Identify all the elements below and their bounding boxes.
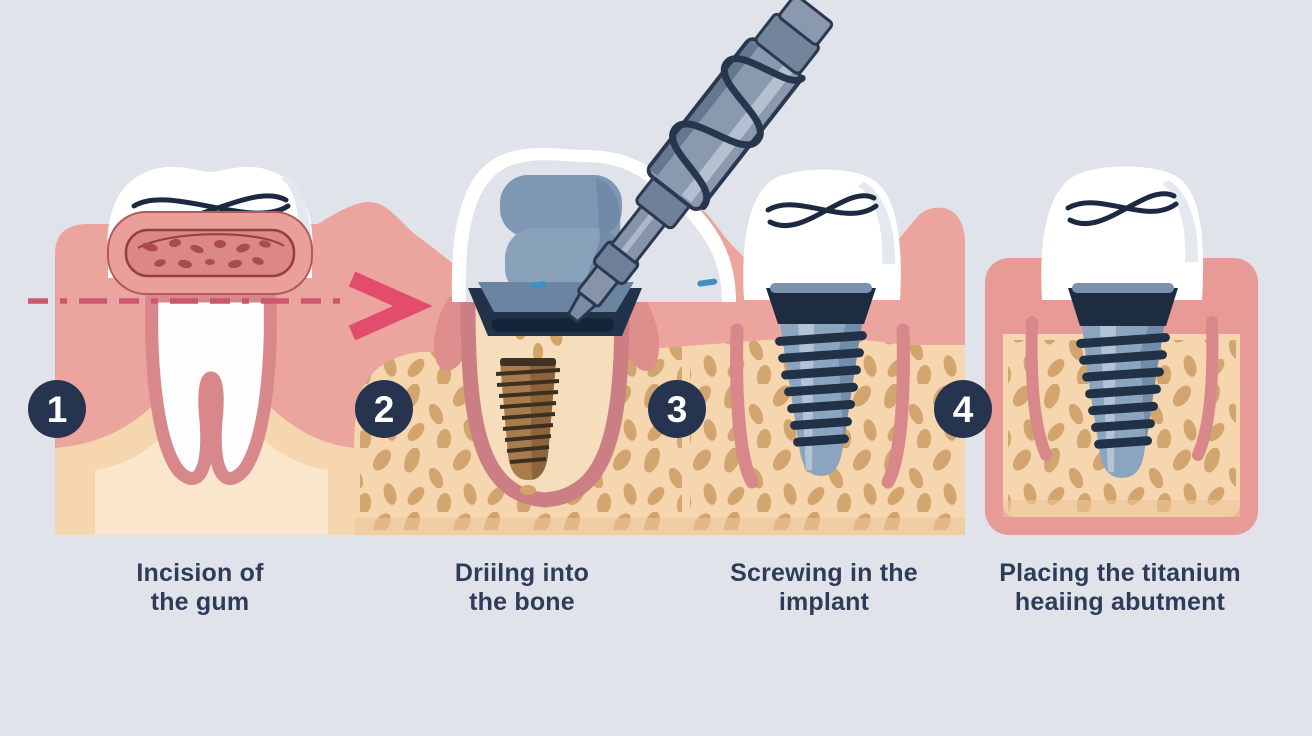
tooth-crown-icon	[1041, 166, 1204, 300]
step-4-caption-line2: heaiing abutment	[1014, 588, 1226, 616]
step-2-caption: Driilng into the bone	[382, 559, 662, 617]
gum-prong-left	[730, 323, 759, 489]
step-2-caption-line2: the bone	[469, 588, 575, 616]
step-3-caption: Screwing in the implant	[684, 559, 964, 617]
bone-screw-icon	[495, 358, 561, 480]
step-1-caption: Incision of the gum	[60, 559, 340, 617]
gum-prong-right	[881, 323, 910, 489]
step-4-caption-line1: Placing the titanium	[999, 559, 1241, 587]
step-4-caption: Placing the titanium heaiing abutment	[960, 559, 1280, 617]
implant-platform	[468, 282, 642, 336]
gum-prong-left	[1025, 316, 1052, 461]
step-3-caption-line2: implant	[778, 588, 870, 616]
gum-prong-right	[1192, 316, 1219, 461]
step1-illustration	[28, 166, 433, 535]
step-3-caption-line1: Screwing in the	[730, 559, 918, 587]
healing-abutment-icon	[1068, 283, 1178, 478]
step3-illustration	[730, 169, 910, 489]
step-3-number: 3	[667, 389, 688, 430]
step-1-badge: 1	[28, 380, 86, 438]
step-3-badge: 3	[648, 380, 706, 438]
step-badges: 1 2 3 4	[28, 380, 992, 438]
drill-handpiece-icon	[566, 0, 834, 324]
incised-gum-flap	[107, 211, 313, 295]
step-2-caption-line1: Driilng into	[454, 559, 590, 587]
step-2-badge: 2	[355, 380, 413, 438]
tooth-roots	[145, 289, 277, 485]
step-1-caption-line2: the gum	[150, 588, 250, 616]
step-1-number: 1	[47, 389, 68, 430]
incision-arrow-icon	[348, 271, 433, 341]
step-4-number: 4	[953, 389, 974, 430]
step-4-badge: 4	[934, 380, 992, 438]
implant-icon	[766, 283, 876, 476]
tooth-crown-icon	[743, 169, 901, 300]
step2-illustration	[451, 0, 834, 508]
step-1-caption-line1: Incision of	[136, 559, 264, 587]
step-2-number: 2	[374, 389, 395, 430]
gumline-tick-left	[530, 281, 547, 289]
gumline-tick-right	[697, 278, 718, 287]
step4-illustration	[985, 166, 1258, 535]
